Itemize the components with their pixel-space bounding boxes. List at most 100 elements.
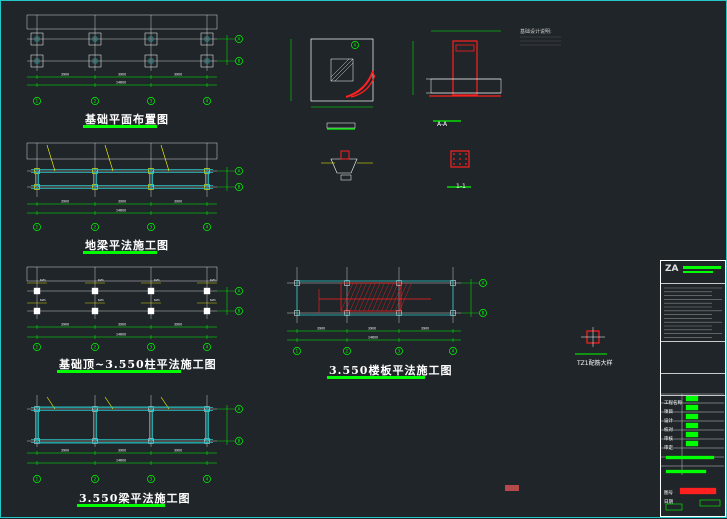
axis-bubble-label: 2 xyxy=(94,345,97,350)
section-a-label: A-A xyxy=(437,121,448,128)
axis-bubble-label: 1 xyxy=(36,99,39,104)
tb-divider xyxy=(661,395,725,396)
tb-row-label: 项目 xyxy=(664,410,673,415)
axis-bubble-row xyxy=(235,167,243,175)
rebar-dot xyxy=(453,163,455,165)
hatch-line xyxy=(354,282,367,312)
axis-bubble-label: A xyxy=(238,37,241,42)
dimension-text: 3900 xyxy=(368,327,376,331)
column xyxy=(148,58,154,64)
title-column-plan: 基础顶~3.550柱平法施工图 xyxy=(59,358,217,371)
tb-divider xyxy=(661,283,725,284)
column xyxy=(147,307,155,315)
tb-row-label: 图号 xyxy=(664,491,673,496)
axis-bubble-label: 4 xyxy=(206,225,209,230)
column xyxy=(92,184,98,190)
column xyxy=(34,36,40,42)
title-underline xyxy=(83,251,157,254)
rebar-dot xyxy=(465,163,467,165)
beam-outline xyxy=(36,406,208,444)
hatch-line xyxy=(330,58,354,82)
footing xyxy=(144,54,158,68)
footing xyxy=(144,32,158,46)
axis-bubble-row xyxy=(235,287,243,295)
rebar-dot xyxy=(453,153,455,155)
tb-row-label: 日期 xyxy=(664,500,673,505)
title-underline xyxy=(77,504,165,507)
column-tag: KZ1 xyxy=(210,298,216,302)
column xyxy=(204,58,210,64)
axis-bubble-col xyxy=(343,347,351,355)
section-1-label: 1-1 xyxy=(456,183,466,190)
annotation-leader xyxy=(160,144,170,172)
hatch-line xyxy=(399,282,412,312)
signature-box xyxy=(685,431,699,438)
axis-bubble-label: A xyxy=(238,407,241,412)
column-tag: KZ1 xyxy=(98,298,104,302)
detail-bubble xyxy=(351,41,359,49)
axis-bubble-label: 3 xyxy=(150,99,153,104)
column xyxy=(203,287,211,295)
dimension-text: 3900 xyxy=(421,327,429,331)
axis-bubble-label: 1 xyxy=(36,477,39,482)
dimension-text: 14600 xyxy=(368,336,378,340)
plan-outline xyxy=(26,266,218,282)
axis-bubble-row xyxy=(235,307,243,315)
slab-outline xyxy=(296,280,454,316)
rebar-dot xyxy=(459,158,461,160)
column xyxy=(92,58,98,64)
tb-divider xyxy=(661,341,725,342)
tb-row-label: 校对 xyxy=(664,428,673,433)
pile-cap xyxy=(430,78,502,94)
axis-bubble-col xyxy=(91,223,99,231)
rebar-dot xyxy=(465,153,467,155)
axis-bubble-label: 1 xyxy=(296,349,299,354)
axis-bubble-col xyxy=(203,223,211,231)
axis-bubble-col xyxy=(147,97,155,105)
dimension-text: 3900 xyxy=(174,73,182,77)
company-logo: ZA xyxy=(665,264,679,274)
column-tag: KZ1 xyxy=(154,278,160,282)
column xyxy=(148,406,154,412)
axis-bubble-row xyxy=(235,437,243,445)
column xyxy=(92,438,98,444)
node-detail xyxy=(330,158,358,174)
rebar-dot xyxy=(459,153,461,155)
axis-bubble-col xyxy=(33,223,41,231)
column-tag: KZ1 xyxy=(210,278,216,282)
axis-bubble-label: 2 xyxy=(94,477,97,482)
signature-box xyxy=(685,404,699,411)
dimension-text: 3900 xyxy=(174,323,182,327)
rebar-arc xyxy=(345,70,374,98)
column xyxy=(147,287,155,295)
company-name-bar xyxy=(683,271,713,273)
title-block: ZA 工程名称 项目 设计 校对 审核 审定 图号 日期 xyxy=(660,260,726,517)
axis-bubble-label: 2 xyxy=(94,99,97,104)
column xyxy=(91,287,99,295)
column-section xyxy=(330,58,354,82)
column xyxy=(204,168,210,174)
axis-bubble-label: 4 xyxy=(206,345,209,350)
column xyxy=(204,36,210,42)
title-beam-plan: 3.550梁平法施工图 xyxy=(79,492,191,505)
footing xyxy=(88,54,102,68)
plan-outline xyxy=(26,14,218,30)
hatch-line xyxy=(340,282,354,312)
axis-bubble-row xyxy=(479,309,487,317)
node-rebar xyxy=(340,150,350,160)
dimension-text: 3900 xyxy=(61,200,69,204)
tb-row-label: 审定 xyxy=(664,446,673,451)
column xyxy=(396,310,402,316)
axis-bubble-col xyxy=(203,97,211,105)
company-name-bar xyxy=(683,266,721,269)
rebar-dot xyxy=(453,158,455,160)
axis-bubble-row xyxy=(479,279,487,287)
axis-bubble-label: 2 xyxy=(346,349,349,354)
axis-bubble-label: 1 xyxy=(36,225,39,230)
signature-box xyxy=(685,422,699,429)
column xyxy=(148,184,154,190)
tb-row-label: 工程名称 xyxy=(664,401,682,406)
axis-bubble-label: 4 xyxy=(452,349,455,354)
